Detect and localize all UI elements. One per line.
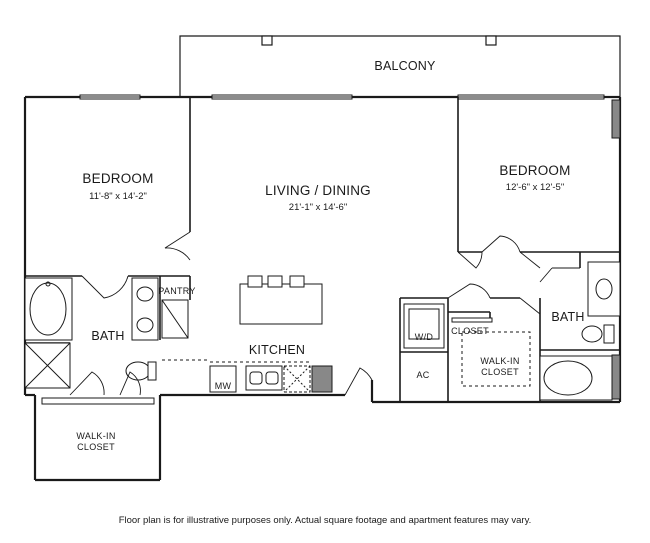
- right-side-fixtures: [403, 261, 621, 401]
- disclaimer-text: Floor plan is for illustrative purposes …: [118, 515, 532, 526]
- room-labels: BALCONY BEDROOM 11'-8" x 14'-2" LIVING /…: [76, 59, 584, 452]
- microwave-label: MW: [215, 381, 232, 391]
- interior-walls: [25, 97, 620, 402]
- living-dining-dims: 21'-1" x 14'-6": [289, 202, 347, 213]
- walkin-right-label-2: CLOSET: [481, 367, 519, 377]
- doors: [69, 231, 580, 396]
- bedroom-right-label: BEDROOM: [499, 163, 570, 178]
- balcony-label: BALCONY: [374, 59, 436, 73]
- walkin-left-label-2: CLOSET: [77, 442, 115, 452]
- balcony: [179, 35, 621, 97]
- ac-label: AC: [416, 370, 429, 380]
- bath-right-label: BATH: [551, 310, 584, 324]
- kitchen-fixtures: [161, 275, 333, 393]
- living-dining-label: LIVING / DINING: [265, 183, 371, 198]
- bedroom-right-dims: 12'-6" x 12'-5": [506, 182, 564, 193]
- exterior-walls: [23, 95, 622, 482]
- floor-plan: BALCONY BEDROOM 11'-8" x 14'-2" LIVING /…: [23, 35, 622, 482]
- bedroom-left-label: BEDROOM: [82, 171, 153, 186]
- pantry-label: PANTRY: [158, 286, 195, 296]
- walkin-left-label-1: WALK-IN: [76, 431, 115, 441]
- kitchen-label: KITCHEN: [249, 343, 305, 357]
- windows: [79, 94, 621, 400]
- left-bath-fixtures: [24, 277, 159, 405]
- bath-left-label: BATH: [91, 329, 124, 343]
- bedroom-left-dims: 11'-8" x 14'-2": [89, 191, 147, 202]
- walkin-right-label-1: WALK-IN: [480, 356, 519, 366]
- washer-dryer-label: W/D: [415, 332, 434, 342]
- closet-label: CLOSET: [451, 326, 489, 336]
